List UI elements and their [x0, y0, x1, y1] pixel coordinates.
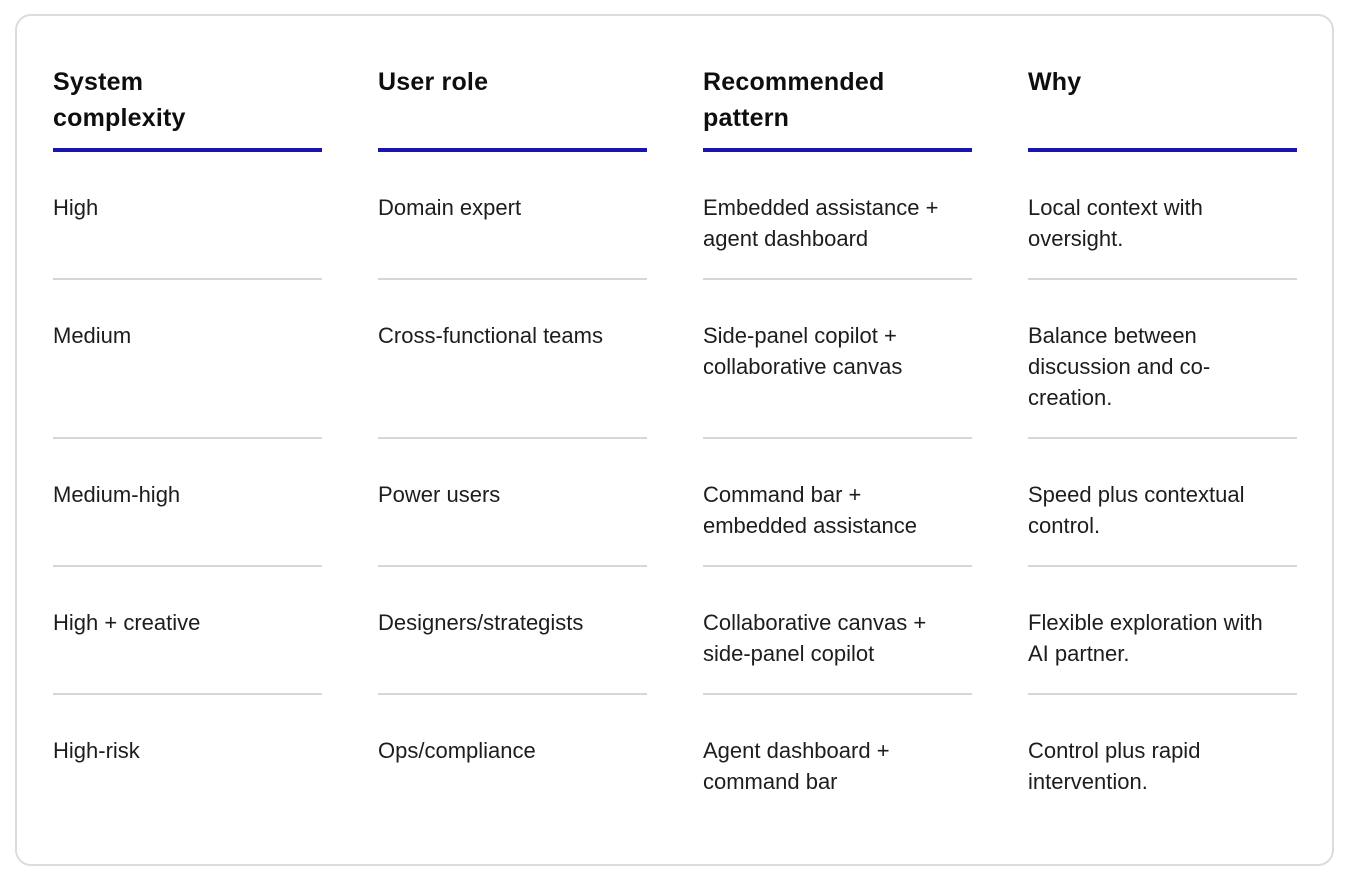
- table-cell: Command bar + embedded assistance: [703, 439, 972, 567]
- table-cell: Medium: [53, 280, 322, 439]
- table-cell: Domain expert: [378, 152, 647, 280]
- column-header-system-complexity: System complexity: [53, 64, 322, 152]
- comparison-table-card: System complexity User role Recommended …: [15, 14, 1334, 866]
- table-cell: High + creative: [53, 567, 322, 695]
- column-header-why: Why: [1028, 64, 1297, 152]
- table-cell: Speed plus contextual control.: [1028, 439, 1297, 567]
- table-cell: Designers/strategists: [378, 567, 647, 695]
- comparison-table: System complexity User role Recommended …: [53, 64, 1297, 821]
- column-header-label: Why: [1028, 68, 1082, 96]
- column-header-label: Recommended pattern: [703, 68, 885, 132]
- table-cell: High: [53, 152, 322, 280]
- table-cell: Cross-functional teams: [378, 280, 647, 439]
- table-cell: Local context with oversight.: [1028, 152, 1297, 280]
- table-cell: Medium-high: [53, 439, 322, 567]
- table-cell: Balance between discussion and co-creati…: [1028, 280, 1297, 439]
- column-header-user-role: User role: [378, 64, 647, 152]
- table-cell: Embedded assistance + agent dashboard: [703, 152, 972, 280]
- table-cell: Collaborative canvas + side-panel copilo…: [703, 567, 972, 695]
- column-header-label: System complexity: [53, 68, 186, 132]
- table-cell: Side-panel copilot + collaborative canva…: [703, 280, 972, 439]
- column-header-recommended-pattern: Recommended pattern: [703, 64, 972, 152]
- column-header-label: User role: [378, 68, 489, 96]
- table-cell: Power users: [378, 439, 647, 567]
- table-cell: Agent dashboard + command bar: [703, 738, 890, 794]
- table-cell: Ops/compliance: [378, 738, 536, 763]
- table-cell: Control plus rapid intervention.: [1028, 738, 1201, 794]
- table-cell: Flexible exploration with AI partner.: [1028, 567, 1297, 695]
- table-cell: High-risk: [53, 738, 140, 763]
